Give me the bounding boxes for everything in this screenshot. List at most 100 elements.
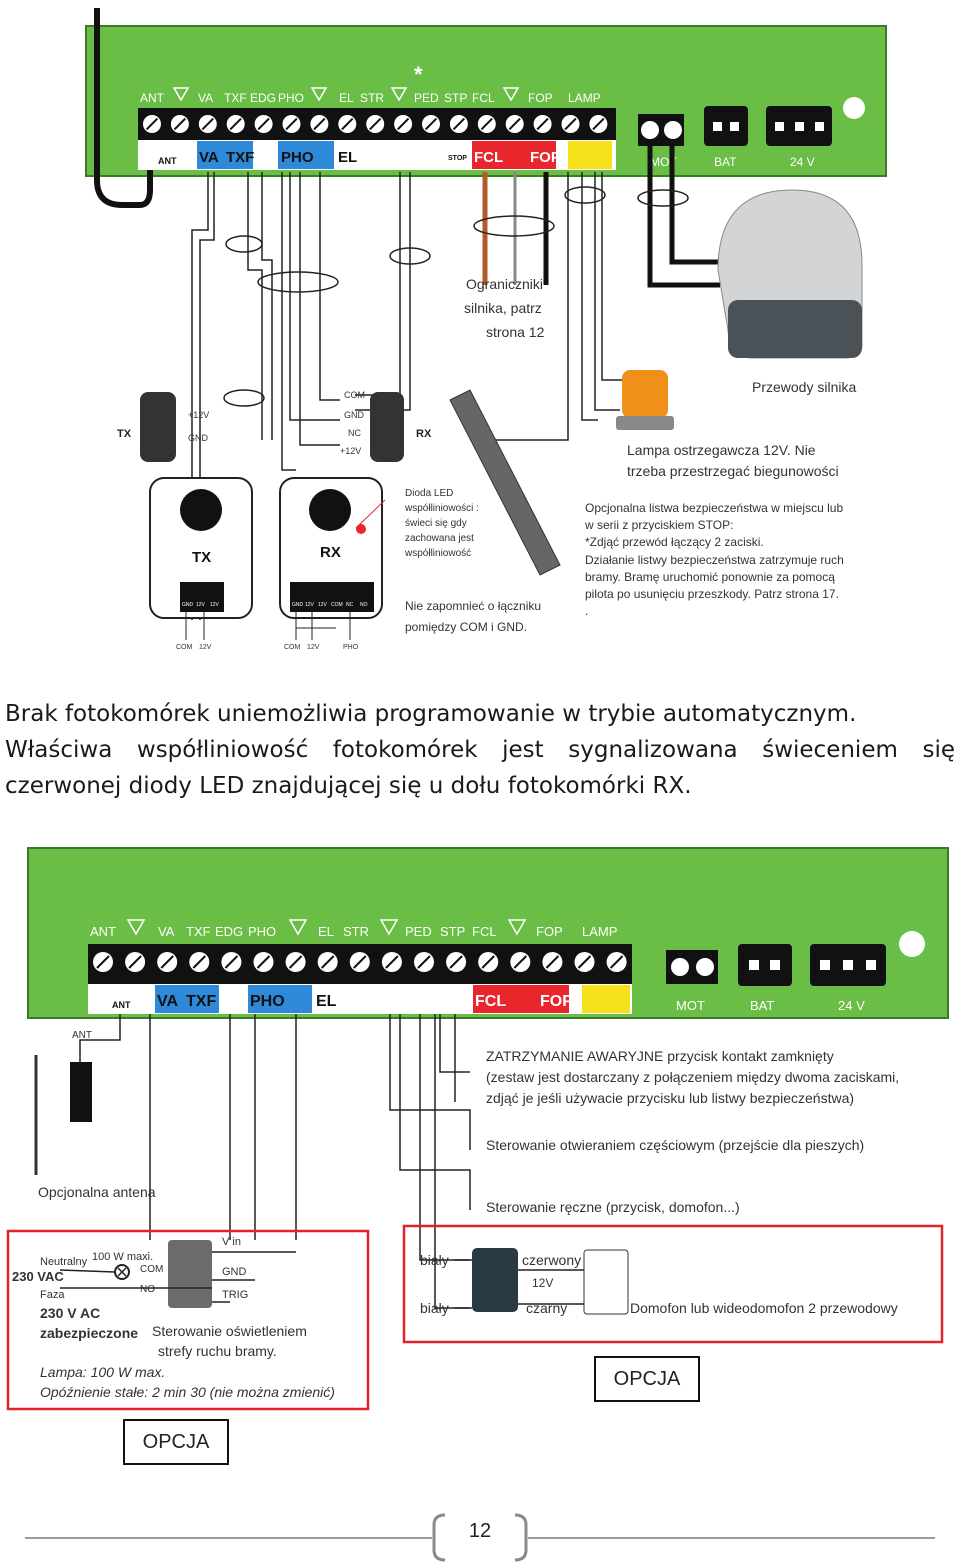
svg-text:12V: 12V bbox=[305, 602, 315, 608]
tx-block-pins: GND 12V 12V bbox=[182, 602, 220, 608]
terminal-label-pho: PHO bbox=[278, 91, 304, 105]
ant-label-2: ANT bbox=[72, 1030, 92, 1041]
rx-block-pins: GND 12V 12V COM NC NO bbox=[292, 602, 368, 608]
svg-text:zachowana jest: zachowana jest bbox=[405, 533, 474, 544]
svg-text:PHO: PHO bbox=[248, 924, 276, 939]
antenna-wire bbox=[94, 8, 153, 208]
svg-text:COM: COM bbox=[284, 644, 301, 651]
svg-text:Neutralny: Neutralny bbox=[40, 1256, 88, 1268]
svg-text:12V: 12V bbox=[307, 644, 320, 651]
intercom-device-icon bbox=[583, 1249, 629, 1315]
rx-board-label: RX bbox=[320, 544, 341, 561]
svg-text:NO: NO bbox=[140, 1284, 155, 1295]
svg-text:PHO: PHO bbox=[250, 993, 285, 1010]
tx-board-label: TX bbox=[192, 549, 211, 566]
terminal-labels-2: ANT VA TXF EDG PHO EL STR PED STP FCL FO… bbox=[90, 924, 617, 939]
svg-text:Domofon lub wideodomofon 2 prz: Domofon lub wideodomofon 2 przewodowy bbox=[630, 1300, 898, 1316]
stop-note: ZATRZYMANIE AWARYJNE przycisk kontakt za… bbox=[486, 1048, 899, 1106]
svg-text:FCL: FCL bbox=[475, 993, 506, 1010]
svg-text:współliniowość: współliniowość bbox=[404, 548, 471, 559]
svg-text:VA: VA bbox=[157, 993, 178, 1010]
svg-text:NO: NO bbox=[360, 602, 368, 608]
svg-text:230 V AC: 230 V AC bbox=[40, 1305, 100, 1321]
terminal-label-txf: TXF bbox=[224, 91, 247, 105]
svg-text:100 W maxi.: 100 W maxi. bbox=[92, 1251, 153, 1263]
svg-text:Ograniczniki: Ograniczniki bbox=[466, 276, 543, 292]
svg-text:Opcjonalna listwa bezpieczeńst: Opcjonalna listwa bezpieczeństwa w miejs… bbox=[585, 501, 843, 515]
svg-text:VA: VA bbox=[158, 924, 175, 939]
ground-symbols bbox=[172, 87, 520, 102]
light-relay-icon bbox=[168, 1240, 212, 1308]
terminal-screws bbox=[143, 115, 608, 133]
lighting-option-box bbox=[6, 1229, 370, 1411]
svg-text:GND: GND bbox=[222, 1266, 247, 1278]
svg-text:NC: NC bbox=[348, 428, 361, 438]
svg-text:(zestaw jest dostarczany z poł: (zestaw jest dostarczany z połączeniem m… bbox=[486, 1069, 899, 1085]
bat-label: BAT bbox=[714, 155, 737, 169]
svg-text:Lampa ostrzegawcza 12V. Nie: Lampa ostrzegawcza 12V. Nie bbox=[627, 442, 816, 458]
svg-text:VA: VA bbox=[199, 149, 219, 166]
svg-text:FCL: FCL bbox=[474, 149, 503, 166]
svg-text:LAMP: LAMP bbox=[582, 924, 617, 939]
warning-lamp-icon bbox=[616, 370, 674, 430]
tx-board bbox=[149, 477, 253, 619]
terminal-label-str: STR bbox=[360, 91, 384, 105]
svg-text:.: . bbox=[585, 604, 588, 618]
svg-text:silnika, patrz: silnika, patrz bbox=[464, 300, 542, 316]
board-led bbox=[843, 97, 865, 119]
tx-pin-labels: +12V GND bbox=[188, 410, 209, 443]
svg-text:NC: NC bbox=[346, 602, 354, 608]
wires-group bbox=[191, 172, 628, 620]
svg-text:pomiędzy COM i GND.: pomiędzy COM i GND. bbox=[405, 620, 527, 634]
svg-text:COM: COM bbox=[140, 1264, 163, 1275]
svg-text:FOP: FOP bbox=[536, 924, 563, 939]
svg-text:biały: biały bbox=[420, 1252, 449, 1268]
svg-text:Faza: Faza bbox=[40, 1289, 65, 1301]
svg-text:TRIG: TRIG bbox=[222, 1289, 248, 1301]
svg-text:EL: EL bbox=[338, 149, 357, 166]
terminal-label-fcl: FCL bbox=[472, 91, 495, 105]
svg-text:trzeba przestrzegać biegunowoś: trzeba przestrzegać biegunowości bbox=[627, 463, 839, 479]
terminal-label-fop: FOP bbox=[528, 91, 553, 105]
motor-icon bbox=[717, 189, 863, 359]
svg-text:ANT: ANT bbox=[158, 156, 177, 166]
svg-text:Lampa: 100 W max.: Lampa: 100 W max. bbox=[40, 1364, 165, 1380]
terminal-label-el: EL bbox=[339, 91, 354, 105]
svg-text:GND: GND bbox=[182, 602, 194, 608]
svg-text:PHO: PHO bbox=[281, 149, 314, 166]
terminal-label-stp: STP bbox=[444, 91, 467, 105]
svg-text:PED: PED bbox=[405, 924, 432, 939]
wiring-diagram-photocells: ANT VA TXF EDG PHO EL STR PED STP FCL FO… bbox=[85, 8, 887, 651]
svg-text:ZATRZYMANIE AWARYJNE przycisk: ZATRZYMANIE AWARYJNE przycisk kontakt za… bbox=[486, 1048, 834, 1064]
limit-switch-note: Ograniczniki silnika, patrz strona 12 bbox=[464, 276, 545, 340]
svg-text:GND: GND bbox=[292, 602, 304, 608]
svg-text:+12V: +12V bbox=[188, 410, 209, 420]
bat-connector bbox=[704, 106, 748, 146]
warning-lamp-note: Lampa ostrzegawcza 12V. Nie trzeba przes… bbox=[627, 442, 839, 479]
antenna-note: Opcjonalna antena bbox=[38, 1184, 156, 1200]
photocell-info-paragraph: Brak fotokomórek uniemożliwia programowa… bbox=[5, 696, 955, 804]
svg-text:STR: STR bbox=[343, 924, 369, 939]
terminal-label-lamp: LAMP bbox=[568, 91, 601, 105]
svg-text:TXF: TXF bbox=[226, 149, 254, 166]
wiring-diagram-accessories: ANT VA TXF EDG PHO EL STR PED STP FCL FO… bbox=[6, 847, 949, 1411]
led-note: Dioda LED współliniowości : świeci się g… bbox=[404, 488, 479, 559]
bat-label-2: BAT bbox=[750, 998, 774, 1013]
manual-control-note: Sterowanie ręczne (przycisk, domofon...) bbox=[486, 1199, 740, 1215]
terminal-label-ped: PED bbox=[414, 91, 439, 105]
safety-edge-note: Opcjonalna listwa bezpieczeństwa w miejs… bbox=[584, 501, 844, 618]
antenna-icon bbox=[34, 1055, 92, 1175]
svg-text:GND: GND bbox=[344, 410, 365, 420]
right-bracket-icon bbox=[514, 1513, 528, 1562]
svg-text:EDG: EDG bbox=[215, 924, 243, 939]
svg-text:pilota po usunięciu przeszkody: pilota po usunięciu przeszkody. Patrz st… bbox=[585, 587, 839, 601]
svg-text:czarny: czarny bbox=[526, 1300, 567, 1316]
svg-text:COM: COM bbox=[344, 390, 365, 400]
svg-text:bramy. Bramę uruchomić ponowni: bramy. Bramę uruchomić ponownie za pomoc… bbox=[585, 570, 835, 584]
svg-text:COM: COM bbox=[176, 644, 193, 651]
svg-text:Opóźnienie stałe: 2 min 30 (ni: Opóźnienie stałe: 2 min 30 (nie można zm… bbox=[40, 1384, 335, 1400]
svg-text:TXF: TXF bbox=[186, 993, 216, 1010]
rx-label: RX bbox=[416, 428, 432, 440]
svg-text:12V: 12V bbox=[210, 602, 220, 608]
svg-text:GND: GND bbox=[188, 433, 209, 443]
